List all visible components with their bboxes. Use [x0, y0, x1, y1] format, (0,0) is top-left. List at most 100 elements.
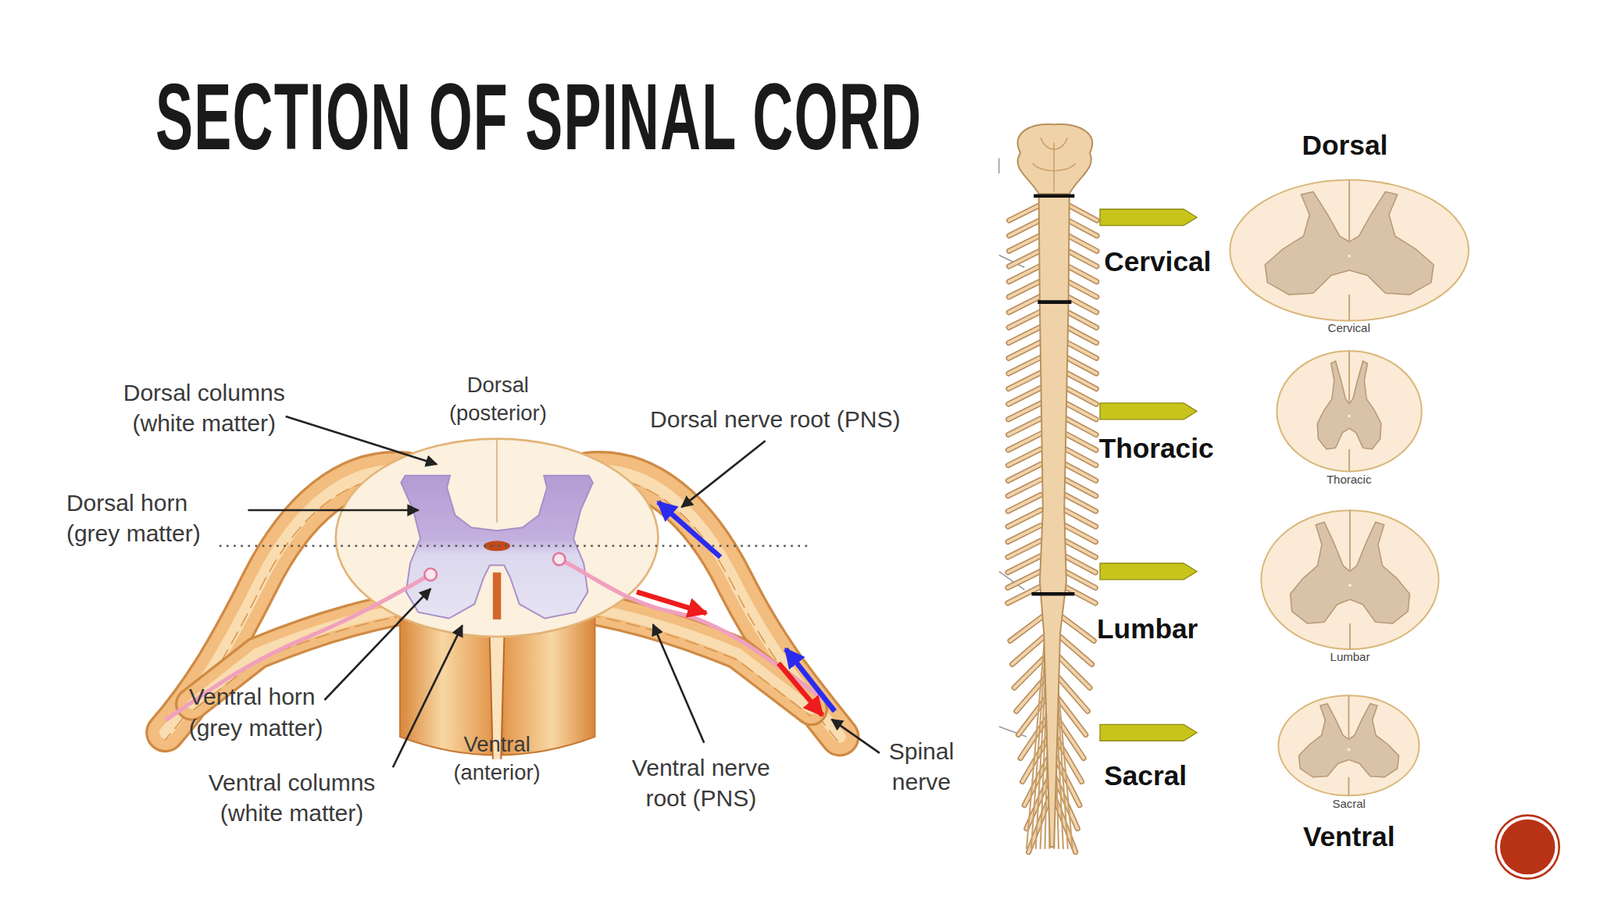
- nerve-outline: [1008, 387, 1042, 404]
- nerve-outline: [1009, 250, 1043, 267]
- spinal-nerve-branch: [1007, 479, 1041, 497]
- median-septum: [1348, 179, 1350, 321]
- spinal-nerve-branch: [1066, 203, 1097, 221]
- nerve-outline: [1009, 203, 1043, 221]
- white-matter: [1229, 179, 1469, 321]
- part-label: Dorsal (posterior): [434, 371, 562, 427]
- median-septum: [1349, 510, 1351, 650]
- spinal-nerve-branch: [1008, 310, 1042, 328]
- nerve-outline: [1064, 540, 1096, 558]
- nerve-outline: [1008, 357, 1042, 374]
- nerve-outline: [1009, 219, 1043, 236]
- leader-line: [653, 624, 704, 743]
- spinal-nerve-branch: [1007, 494, 1041, 511]
- spinal-nerve-branch: [1007, 464, 1041, 481]
- spinal-nerve-branch: [1007, 525, 1041, 543]
- section-outline: [1277, 694, 1421, 797]
- part-label: Dorsal columns (white matter): [104, 377, 304, 439]
- section-caption: Thoracic: [1228, 472, 1470, 487]
- leader-line: [324, 589, 431, 700]
- level-arrow: [1100, 724, 1197, 741]
- nerve-outline: [1007, 510, 1041, 527]
- spinal-nerve-branch: [1066, 265, 1097, 283]
- nerve-outline: [1065, 464, 1097, 481]
- section-caption: Sacral: [1230, 796, 1468, 811]
- nerve-outline: [1065, 449, 1097, 466]
- nerve-body: [566, 603, 811, 710]
- nerve-outline: [1007, 525, 1041, 543]
- nerve-outline: [1008, 265, 1042, 283]
- nerve-outline: [1065, 403, 1097, 420]
- part-label: Sacral: [1103, 757, 1329, 794]
- nerve-outline: [1007, 540, 1041, 558]
- motor-neuron: [424, 568, 437, 582]
- nerve-outline: [1064, 571, 1096, 588]
- part-label: Ventral: [1236, 818, 1461, 855]
- leader-line: [285, 416, 437, 465]
- nerve-highlight: [566, 603, 811, 710]
- cord-cross-section: Sacral: [1277, 694, 1421, 797]
- nerve-outline: [1064, 494, 1096, 511]
- spinal-nerve-branch: [1007, 556, 1041, 573]
- central-canal: [1348, 583, 1352, 587]
- part-label: Lumbar: [1096, 610, 1322, 647]
- central-canal: [1347, 414, 1351, 418]
- spinal-nerve-branch: [1008, 372, 1042, 390]
- nerve-outline: [1065, 326, 1097, 343]
- nerve-outline: [1066, 265, 1097, 283]
- spinal-nerve-branch: [1064, 494, 1096, 511]
- spinal-nerve-branch: [1008, 280, 1042, 297]
- cord-cross-section: Lumbar: [1260, 509, 1440, 650]
- nerve-outline: [1008, 296, 1042, 313]
- nerve-outline: [1007, 556, 1041, 573]
- spinal-nerve-branch: [1009, 234, 1043, 251]
- central-canal: [1347, 253, 1351, 258]
- nerve-outline: [1008, 342, 1042, 359]
- nerve-outline: [1064, 479, 1096, 497]
- nerve-outline: [1065, 433, 1097, 450]
- spinal-nerve-branch: [1064, 540, 1096, 558]
- motor-axon: [559, 559, 836, 709]
- leader-line: [831, 719, 879, 754]
- median-septum: [1348, 696, 1350, 797]
- nerve-outline: [1007, 479, 1041, 497]
- cord-cross-section: Cervical: [1228, 178, 1470, 322]
- spinal-nerve-branch: [1066, 250, 1097, 267]
- segment-divider: [1037, 300, 1072, 304]
- white-matter: [335, 439, 659, 637]
- nerve-outline: [1008, 372, 1042, 390]
- level-arrow: [1100, 563, 1197, 580]
- spinal-nerve-branch: [1065, 464, 1097, 481]
- spinal-nerve-branch: [1065, 310, 1097, 328]
- part-label: Cervical: [1103, 243, 1329, 280]
- part-label: Ventral columns (white matter): [187, 767, 397, 829]
- nerve-outline: [1064, 510, 1096, 527]
- spinal-nerve-branch: [1066, 234, 1097, 251]
- nerve-outline: [1007, 571, 1041, 588]
- spinal-nerve-branch: [1065, 326, 1097, 343]
- spinal-nerve-branch: [1065, 433, 1097, 450]
- nerve-outline: [1007, 494, 1041, 511]
- nerve-outline: [1065, 342, 1097, 359]
- section-outline: [1260, 509, 1440, 650]
- part-label: Thoracic: [1099, 430, 1324, 467]
- segment-divider: [1033, 193, 1075, 198]
- spinal-nerve-branch: [1065, 387, 1097, 404]
- spinal-nerve-branch: [1008, 433, 1042, 450]
- spinal-nerve-branch: [1008, 403, 1042, 420]
- spinal-nerve-branch: [1064, 525, 1096, 543]
- nerve-outline: [1066, 219, 1097, 236]
- spinal-nerve-branch: [1008, 387, 1042, 404]
- signal-arrow: [657, 502, 721, 558]
- spinal-nerve-branch: [1065, 418, 1097, 436]
- nerve-outline: [1065, 296, 1097, 313]
- nerve-outline: [1065, 310, 1097, 328]
- spinal-nerve-branch: [1008, 296, 1042, 313]
- white-matter: [1278, 696, 1420, 797]
- white-matter: [1276, 350, 1422, 472]
- brainstem: [1017, 124, 1093, 194]
- leader-line: [681, 440, 765, 508]
- spinal-nerve-branch: [1008, 265, 1042, 283]
- nerve-outline: [1065, 418, 1097, 436]
- nerve-outline: [1008, 433, 1042, 450]
